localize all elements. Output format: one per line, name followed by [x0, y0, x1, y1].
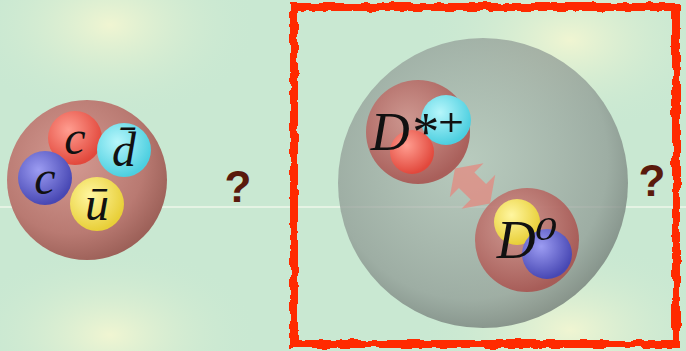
background-glow	[0, 0, 260, 120]
particle-symbol: D*⁺	[371, 105, 466, 159]
meson-ball-outline	[475, 188, 579, 292]
question-mark: ?	[639, 159, 666, 203]
quark-ball: d̄	[97, 123, 151, 177]
highlight-frame	[294, 7, 676, 344]
interaction-arrow	[450, 163, 495, 209]
question-mark: ?	[225, 165, 252, 209]
quark-ball: c	[18, 151, 72, 205]
meson-ball-outline	[366, 80, 470, 184]
particle-symbol: c	[34, 154, 55, 202]
quark-ball-outline	[70, 177, 124, 231]
molecule-sphere	[338, 38, 628, 328]
meson-ball: D*⁺	[366, 80, 470, 184]
background-glow	[0, 245, 260, 351]
particle-symbol: d̄	[112, 126, 136, 174]
particle-symbol: c	[64, 114, 85, 162]
quark-ball-outline	[18, 151, 72, 205]
quark-ball-outline	[97, 123, 151, 177]
meson-ball: D⁰	[475, 188, 579, 292]
particle-symbol: D⁰	[497, 213, 558, 267]
tetraquark-ball	[7, 100, 167, 260]
particle-symbol: ū	[85, 180, 109, 228]
quark-ball: ū	[70, 177, 124, 231]
